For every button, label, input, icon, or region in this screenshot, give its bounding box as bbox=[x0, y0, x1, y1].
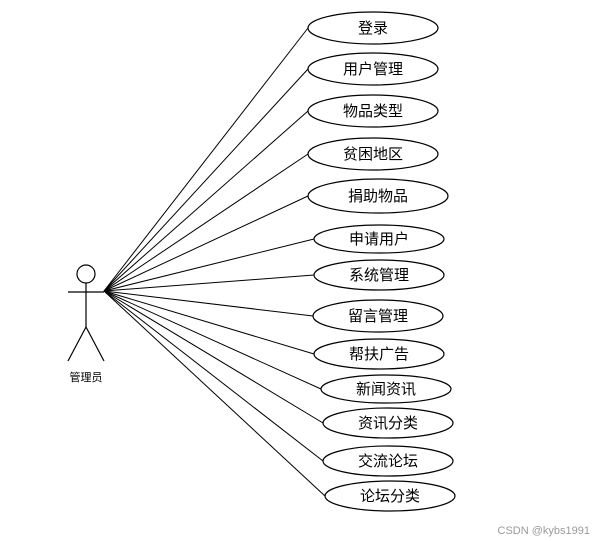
association-line bbox=[103, 290, 322, 390]
use-case-list: 登录用户管理物品类型贫困地区捐助物品申请用户系统管理留言管理帮扶广告新闻资讯资讯… bbox=[307, 11, 456, 512]
watermark: CSDN @kybs1991 bbox=[497, 525, 590, 537]
association-line bbox=[103, 110, 309, 292]
use-case-label: 物品类型 bbox=[343, 102, 403, 120]
association-line bbox=[103, 290, 324, 462]
actor-right-leg bbox=[85, 326, 105, 362]
actor-left-leg bbox=[67, 326, 87, 362]
association-line bbox=[103, 290, 326, 497]
association-line bbox=[103, 274, 315, 292]
use-case-label: 帮扶广告 bbox=[349, 345, 409, 363]
use-case: 资讯分类 bbox=[322, 407, 454, 439]
actor-label: 管理员 bbox=[70, 370, 103, 384]
use-case-ellipse bbox=[320, 374, 452, 404]
association-line bbox=[103, 238, 315, 292]
use-case-ellipse bbox=[322, 445, 454, 477]
use-case: 捐助物品 bbox=[307, 178, 449, 214]
use-case: 新闻资讯 bbox=[320, 374, 452, 404]
use-case-label: 系统管理 bbox=[349, 266, 409, 284]
use-case-ellipse bbox=[313, 338, 445, 370]
use-case: 论坛分类 bbox=[324, 480, 456, 512]
use-case: 交流论坛 bbox=[322, 445, 454, 477]
use-case: 登录 bbox=[307, 11, 439, 45]
association-line bbox=[103, 290, 324, 424]
use-case-label: 新闻资讯 bbox=[356, 380, 416, 398]
use-case: 系统管理 bbox=[313, 259, 445, 291]
use-case-ellipse bbox=[322, 407, 454, 439]
use-case-ellipse bbox=[307, 52, 439, 86]
use-case-label: 申请用户 bbox=[349, 230, 409, 248]
association-line bbox=[103, 195, 309, 292]
use-case: 留言管理 bbox=[312, 299, 444, 333]
use-case-label: 用户管理 bbox=[343, 60, 403, 78]
use-case-ellipse bbox=[307, 178, 449, 214]
use-case: 贫困地区 bbox=[307, 137, 439, 171]
use-case-ellipse bbox=[313, 259, 445, 291]
use-case-ellipse bbox=[307, 137, 439, 171]
use-case-ellipse bbox=[307, 11, 439, 45]
use-case-label: 论坛分类 bbox=[360, 487, 420, 505]
use-case-label: 捐助物品 bbox=[348, 187, 408, 205]
association-line bbox=[103, 68, 309, 292]
use-case-ellipse bbox=[324, 480, 456, 512]
use-case-label: 留言管理 bbox=[348, 307, 408, 325]
association-line bbox=[103, 27, 309, 292]
association-line bbox=[103, 290, 314, 317]
use-case-label: 交流论坛 bbox=[358, 452, 418, 470]
use-case-ellipse bbox=[313, 224, 445, 254]
use-case-ellipse bbox=[307, 94, 439, 128]
use-case-label: 贫困地区 bbox=[343, 145, 403, 163]
association-line bbox=[103, 290, 315, 355]
use-case-label: 资讯分类 bbox=[358, 414, 418, 432]
use-case: 申请用户 bbox=[313, 224, 445, 254]
use-case-ellipse bbox=[312, 299, 444, 333]
actor-figure: 管理员 bbox=[67, 264, 105, 384]
use-case: 帮扶广告 bbox=[313, 338, 445, 370]
use-case: 物品类型 bbox=[307, 94, 439, 128]
association-line bbox=[103, 153, 309, 292]
actor-head bbox=[76, 264, 96, 284]
use-case: 用户管理 bbox=[307, 52, 439, 86]
use-case-label: 登录 bbox=[358, 19, 388, 37]
association-lines bbox=[103, 27, 326, 497]
